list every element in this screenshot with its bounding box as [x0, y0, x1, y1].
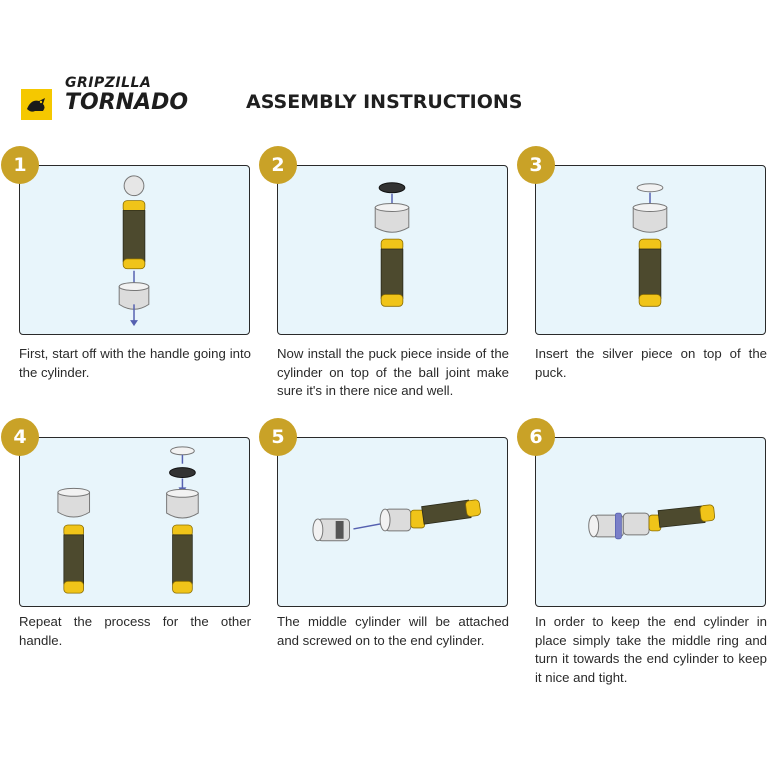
- step-panel-2: [277, 165, 508, 335]
- brand-wordmark: GRIPZILLA TORNADO: [65, 76, 188, 114]
- brand-line1: GRIPZILLA: [65, 75, 152, 91]
- step-5-illustration: [312, 499, 481, 542]
- step-panel-6: [535, 437, 766, 607]
- step-4-illustration: [57, 446, 199, 594]
- step-badge-4: 4: [1, 418, 39, 456]
- step-badge-5: 5: [259, 418, 297, 456]
- step-2-illustration: [374, 182, 410, 307]
- brand-logo-icon: [21, 89, 52, 120]
- step-caption-5: The middle cylinder will be attached and…: [277, 614, 509, 648]
- page-title: ASSEMBLY INSTRUCTIONS: [246, 91, 523, 113]
- step-badge-6: 6: [517, 418, 555, 456]
- brand-line2: TORNADO: [65, 90, 189, 115]
- step-panel-1: [19, 165, 250, 335]
- step-1-illustration: [118, 175, 150, 327]
- step-badge-2: 2: [259, 146, 297, 184]
- step-3-illustration: [632, 183, 668, 307]
- step-panel-5: [277, 437, 508, 607]
- step-caption-2: Now install the puck piece inside of the…: [277, 346, 509, 398]
- step-panel-3: [535, 165, 766, 335]
- step-panel-4: [19, 437, 250, 607]
- step-caption-6: In order to keep the end cylinder in pla…: [535, 614, 767, 685]
- step-caption-4: Repeat the process for the other handle.: [19, 614, 251, 648]
- step-badge-1: 1: [1, 146, 39, 184]
- step-caption-3: Insert the silver piece on top of the pu…: [535, 346, 767, 380]
- step-6-illustration: [588, 504, 716, 540]
- step-caption-1: First, start off with the handle going i…: [19, 346, 251, 380]
- step-badge-3: 3: [517, 146, 555, 184]
